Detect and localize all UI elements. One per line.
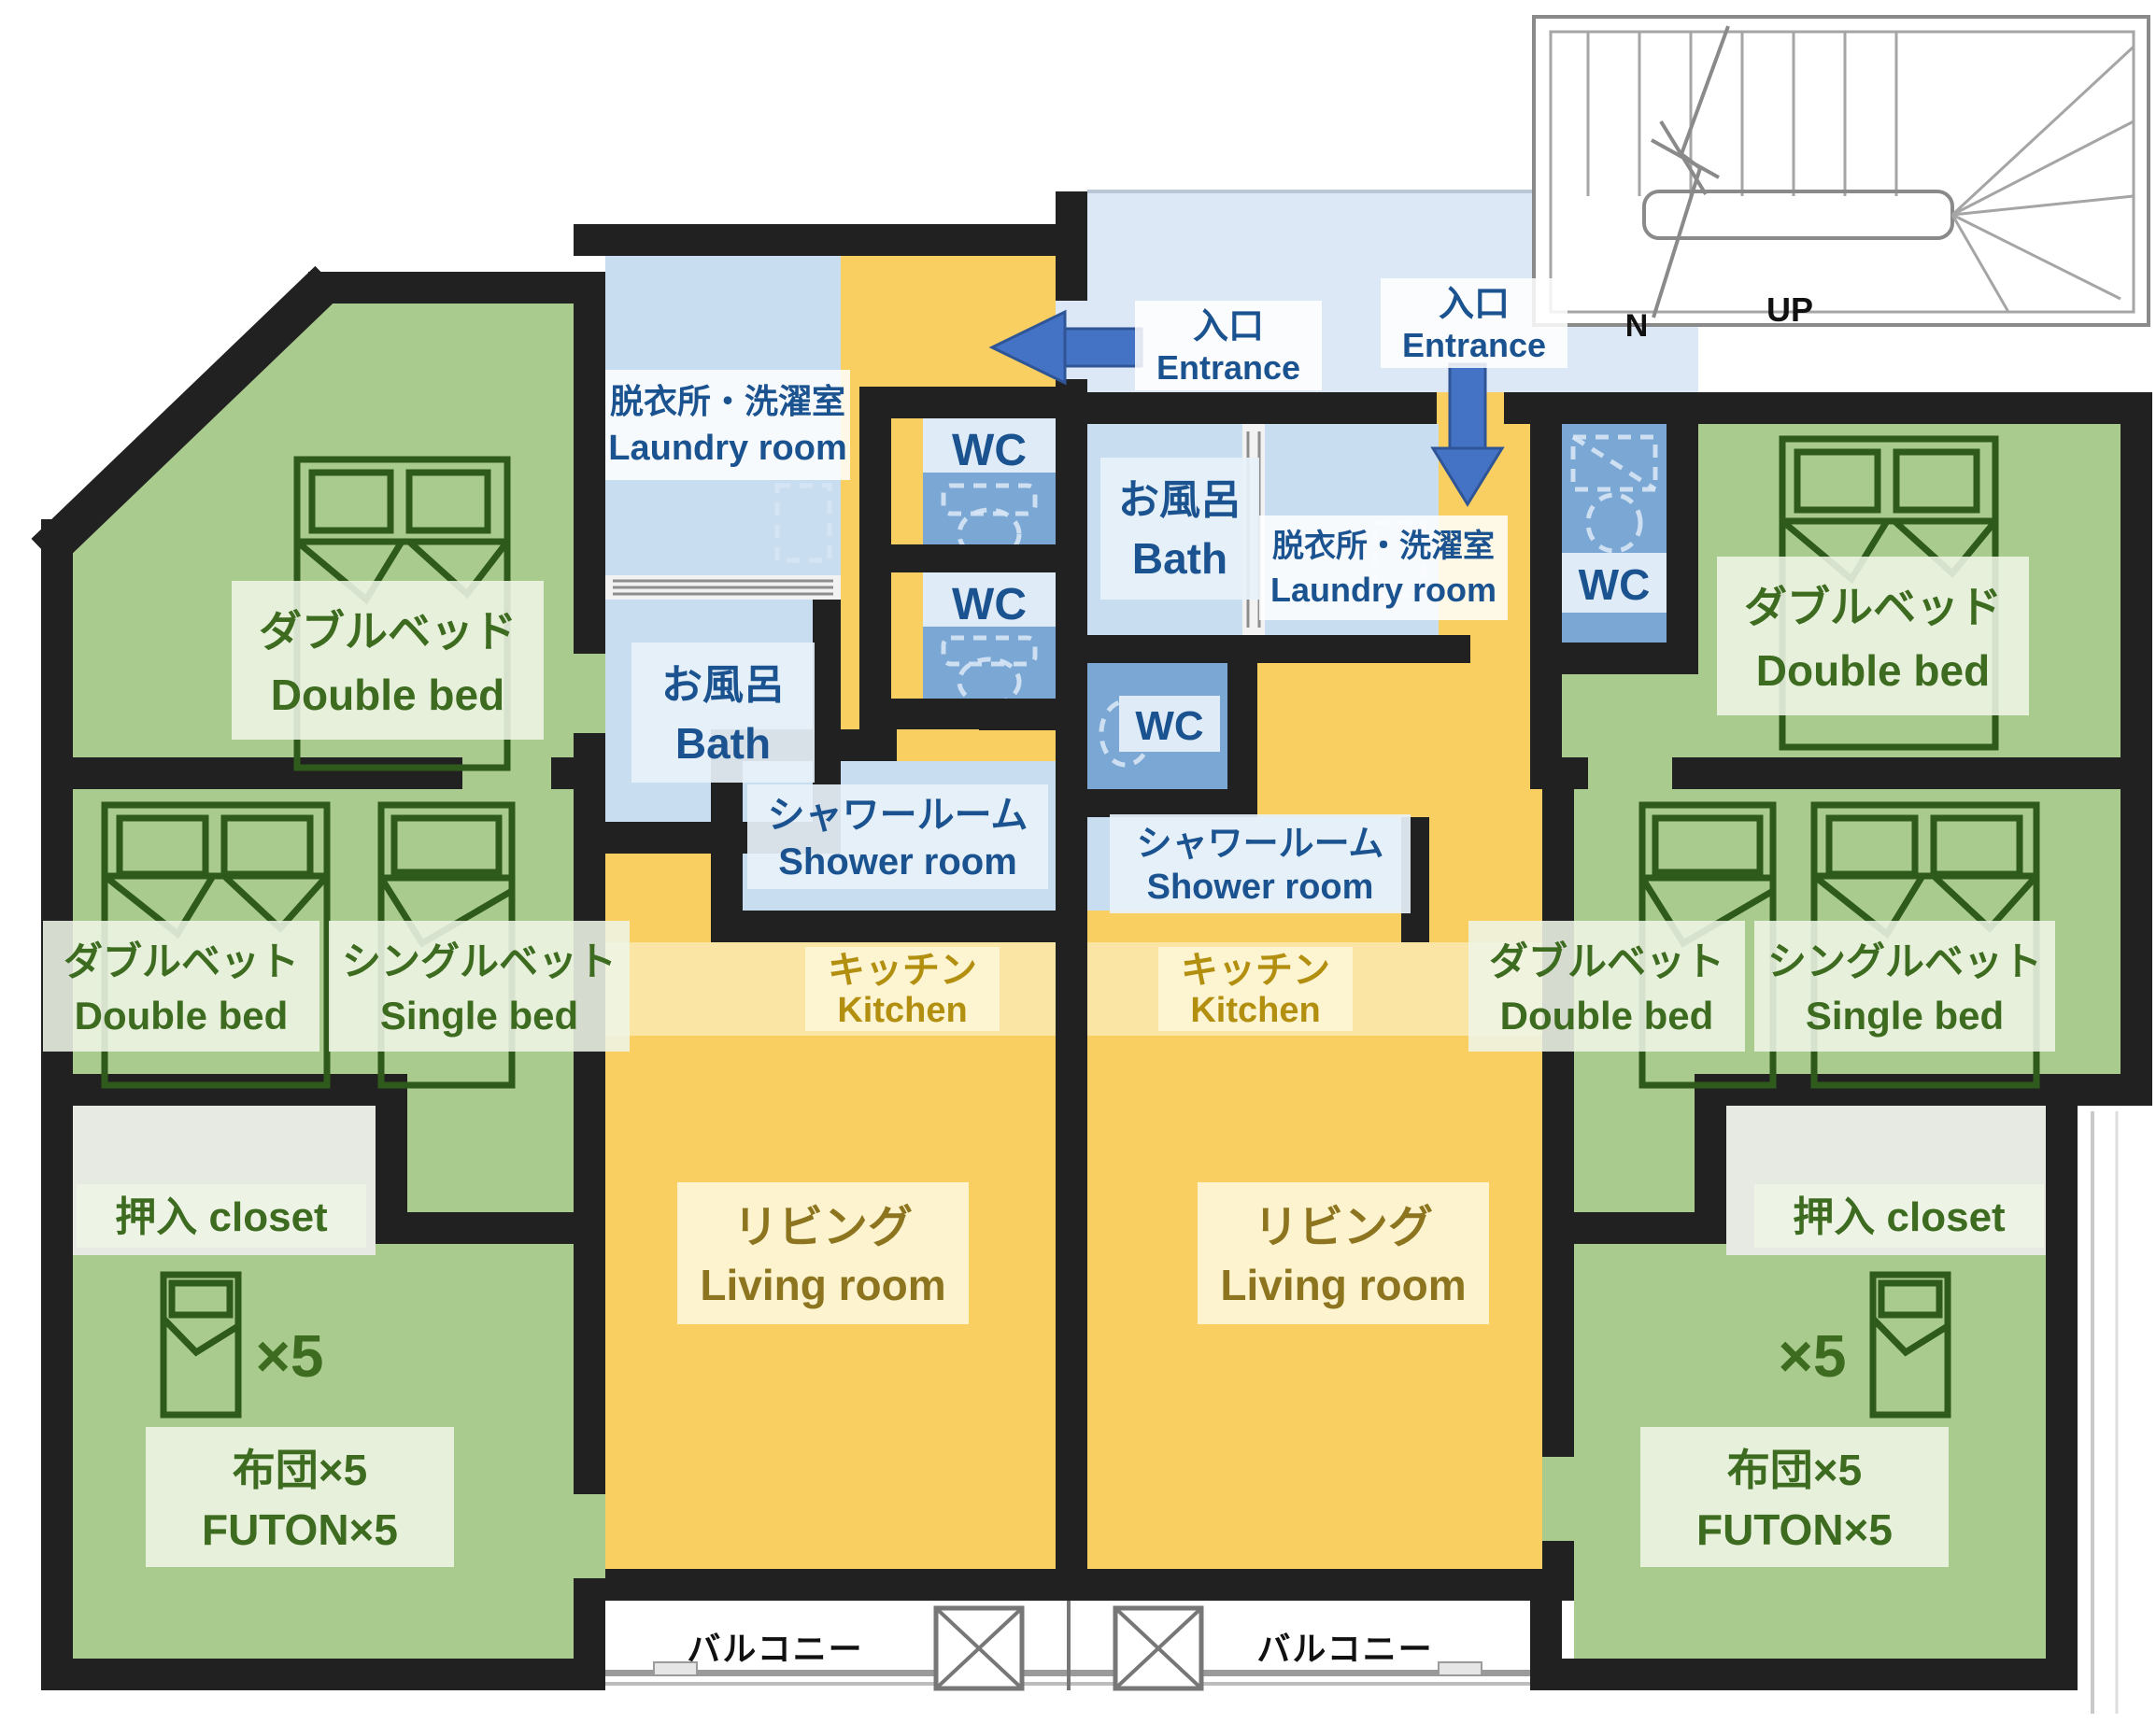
right-bath-label: お風呂 Bath	[1100, 458, 1259, 600]
svg-text:Double bed: Double bed	[75, 994, 289, 1038]
left-entrance-label: 入口 Entrance	[1135, 301, 1322, 390]
left-top-bedroom-label: ダブルベッド Double bed	[232, 581, 544, 740]
right-laundry-label: 脱衣所・洗濯室 Laundry room	[1259, 515, 1508, 620]
svg-text:キッチン: キッチン	[828, 950, 977, 991]
left-entrance-arrow-icon	[988, 309, 1143, 386]
svg-text:Kitchen: Kitchen	[1190, 991, 1320, 1030]
svg-text:FUTON×5: FUTON×5	[202, 1505, 398, 1554]
left-bath-label: お風呂 Bath	[631, 643, 815, 783]
right-futon-label: 布団×5 FUTON×5	[1640, 1427, 1949, 1567]
svg-text:お風呂: お風呂	[1118, 477, 1241, 523]
left-wc-upper-label: WC	[952, 426, 1027, 475]
left-wc-lower-label: WC	[952, 580, 1027, 629]
stair-n-label: N	[1625, 308, 1649, 344]
svg-text:Living room: Living room	[1220, 1261, 1466, 1309]
staircase: UP N	[1532, 15, 2150, 344]
svg-text:ダブルベット: ダブルベット	[64, 939, 299, 983]
svg-text:リビング: リビング	[733, 1203, 913, 1252]
futon-icon	[160, 1271, 242, 1419]
balcony-divider-box-icon	[933, 1605, 1025, 1691]
svg-text:脱衣所・洗濯室: 脱衣所・洗濯室	[610, 382, 845, 420]
svg-text:Kitchen: Kitchen	[837, 991, 967, 1030]
stair-up-label: UP	[1766, 290, 1813, 329]
svg-text:ダブルベッド: ダブルベッド	[1744, 583, 2002, 631]
svg-text:Entrance: Entrance	[1402, 326, 1546, 364]
right-wc-entrance-label: WC	[1579, 560, 1651, 609]
svg-text:押入 closet: 押入 closet	[115, 1194, 328, 1240]
right-wc-inner-label: WC	[1135, 703, 1203, 749]
svg-text:Shower room: Shower room	[778, 841, 1017, 883]
left-wc-lower-band	[923, 572, 1056, 627]
svg-text:脱衣所・洗濯室: 脱衣所・洗濯室	[1272, 528, 1495, 564]
right-entrance-arrow-icon	[1430, 362, 1505, 507]
svg-text:シャワールーム: シャワールーム	[1137, 825, 1384, 864]
svg-text:布団×5: 布団×5	[1727, 1446, 1862, 1494]
svg-text:お風呂: お風呂	[661, 662, 785, 708]
right-top-bedroom-label: ダブルベッド Double bed	[1717, 557, 2029, 715]
svg-text:入口: 入口	[1193, 307, 1264, 346]
futon-icon	[1869, 1271, 1951, 1419]
svg-text:入口: 入口	[1439, 285, 1510, 324]
left-closet-label: 押入 closet	[77, 1184, 366, 1248]
svg-text:リビング: リビング	[1254, 1203, 1433, 1252]
svg-text:Single bed: Single bed	[1806, 994, 2004, 1038]
right-top-bedroom-arm	[1562, 674, 1698, 757]
svg-text:ダブルベット: ダブルベット	[1489, 939, 1724, 983]
svg-text:FUTON×5: FUTON×5	[1696, 1505, 1893, 1554]
svg-text:Laundry room: Laundry room	[608, 429, 846, 468]
left-futon-label: 布団×5 FUTON×5	[146, 1427, 454, 1567]
svg-text:布団×5: 布団×5	[233, 1446, 367, 1494]
right-mid-double-label: ダブルベット Double bed	[1468, 921, 1745, 1052]
svg-text:Single bed: Single bed	[380, 994, 578, 1038]
right-futon-multiplier: ×5	[1779, 1322, 1847, 1390]
svg-text:Double bed: Double bed	[271, 671, 504, 719]
svg-text:Bath: Bath	[675, 719, 771, 768]
right-entrance-label: 入口 Entrance	[1381, 278, 1567, 368]
balcony: バルコニー バルコニー	[605, 1601, 1530, 1691]
svg-text:シングルベット: シングルベット	[342, 939, 617, 983]
svg-text:Entrance: Entrance	[1156, 348, 1300, 387]
left-wc-upper-band	[923, 418, 1056, 473]
balcony-divider-box-icon	[1113, 1605, 1204, 1691]
right-mid-single-label: シングルベット Single bed	[1754, 921, 2055, 1052]
right-kitchen-label: キッチン Kitchen	[1158, 947, 1353, 1031]
svg-text:押入 closet: 押入 closet	[1793, 1194, 2006, 1240]
balcony-left-label: バルコニー	[687, 1630, 863, 1668]
balcony-right-label: バルコニー	[1256, 1630, 1433, 1668]
svg-text:ダブルベッド: ダブルベッド	[259, 607, 517, 656]
svg-text:キッチン: キッチン	[1181, 950, 1330, 991]
svg-text:Bath: Bath	[1132, 534, 1227, 583]
right-wc-entrance-band	[1562, 553, 1667, 613]
svg-text:シャワールーム: シャワールーム	[768, 795, 1028, 836]
right-shower-label: シャワールーム Shower room	[1110, 814, 1411, 913]
svg-text:Living room: Living room	[700, 1261, 945, 1309]
left-shower-label: シャワールーム Shower room	[747, 784, 1048, 889]
right-wc-inner-band	[1119, 696, 1220, 752]
right-closet-label: 押入 closet	[1754, 1184, 2044, 1248]
svg-text:Double bed: Double bed	[1756, 646, 1990, 695]
right-living-label: リビング Living room	[1198, 1182, 1489, 1324]
left-laundry-label: 脱衣所・洗濯室 Laundry room	[605, 370, 850, 480]
left-mid-single-label: シングルベット Single bed	[329, 921, 630, 1052]
left-mid-double-label: ダブルベット Double bed	[43, 921, 319, 1052]
svg-text:Shower room: Shower room	[1147, 868, 1374, 907]
svg-text:Laundry room: Laundry room	[1270, 571, 1496, 609]
svg-text:Double bed: Double bed	[1500, 994, 1714, 1038]
left-futon-multiplier: ×5	[256, 1322, 324, 1390]
left-living-label: リビング Living room	[677, 1182, 969, 1324]
svg-text:シングルベット: シングルベット	[1767, 939, 2042, 983]
left-kitchen-label: キッチン Kitchen	[805, 947, 1000, 1031]
